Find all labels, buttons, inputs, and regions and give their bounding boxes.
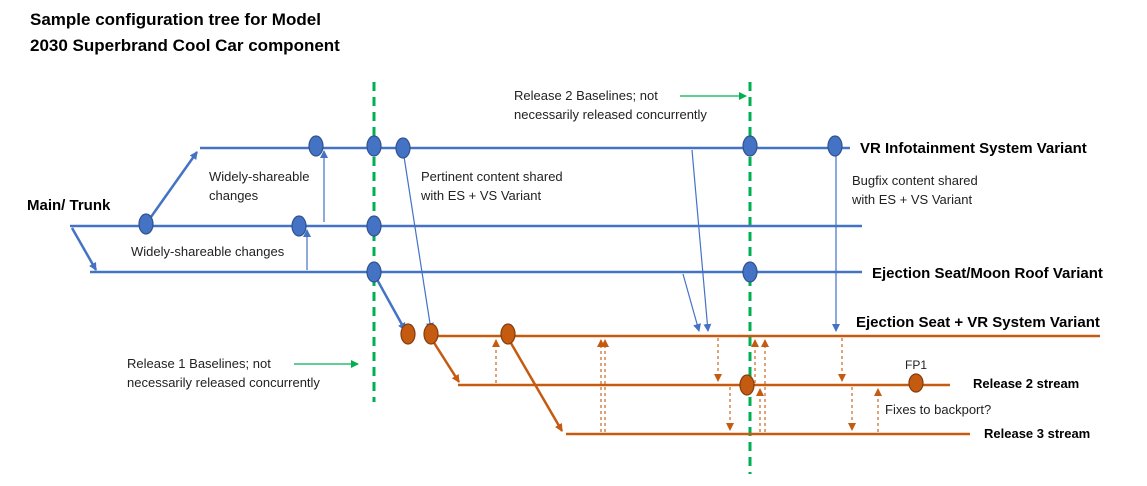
fp1-label: FP1: [905, 358, 927, 372]
esvr-commit-node: [400, 323, 416, 345]
release2-baselines-line1: Release 2 Baselines; not: [514, 88, 658, 103]
pertinent-content-arrow: [402, 149, 434, 331]
ejection-to-esvr-arrow: [372, 273, 407, 331]
release2-baselines-line2: necessarily released concurrently: [514, 107, 707, 122]
vr-commit-node: [827, 135, 843, 157]
pertinent-content-line1: Pertinent content shared: [421, 169, 563, 184]
trunk-to-vr-arrow: [144, 151, 199, 225]
esvr-to-release3-arrow: [506, 337, 564, 432]
backport-arrows: [492, 338, 882, 432]
trunk-to-ejection-arrow: [70, 227, 98, 271]
fixes-to-backport-label: Fixes to backport?: [885, 402, 991, 417]
trunk-commit-node: [138, 213, 154, 235]
esvr-commit-node: [423, 323, 439, 345]
widely-shareable-top-line1: Widely-shareable: [209, 169, 309, 184]
ejection-to-esvr-content-arrow: [682, 273, 701, 332]
release1-baselines-line2: necessarily released concurrently: [127, 375, 320, 390]
fp1-node: [908, 373, 924, 393]
trunk-commit-node: [291, 215, 307, 237]
bugfix-content-line2: with ES + VS Variant: [851, 192, 972, 207]
ejection-baseline-node: [742, 261, 758, 283]
widely-shareable-bottom: Widely-shareable changes: [131, 244, 285, 259]
diagram-title-line1: Sample configuration tree for Model: [30, 10, 321, 29]
main-trunk-label: Main/ Trunk: [27, 197, 111, 214]
release1-baselines-line1: Release 1 Baselines; not: [127, 356, 271, 371]
widely-shareable-top-line2: changes: [209, 188, 259, 203]
vr-commit-node: [308, 135, 324, 157]
orange-nodes: [400, 323, 924, 396]
esvr-to-release2-arrow: [429, 337, 461, 383]
pertinent-content-line2: with ES + VS Variant: [420, 188, 541, 203]
vr-baseline-node: [742, 135, 758, 157]
release2-stream-label: Release 2 stream: [973, 376, 1079, 391]
es-vr-variant-label: Ejection Seat + VR System Variant: [856, 314, 1100, 331]
esvr-commit-node: [500, 323, 516, 345]
diagram-title-line2: 2030 Superbrand Cool Car component: [30, 36, 340, 55]
bugfix-content-line1: Bugfix content shared: [852, 173, 978, 188]
vr-to-esvr-content-arrow: [691, 149, 712, 332]
release2-baseline-node: [739, 374, 755, 396]
ejection-variant-label: Ejection Seat/Moon Roof Variant: [872, 265, 1103, 282]
vr-commit-node: [395, 137, 411, 159]
blue-nodes: [138, 135, 843, 283]
ejection-baseline-node: [366, 261, 382, 283]
trunk-baseline-node: [366, 215, 382, 237]
vr-variant-label: VR Infotainment System Variant: [860, 140, 1087, 157]
release3-stream-label: Release 3 stream: [984, 426, 1090, 441]
vr-baseline-node: [366, 135, 382, 157]
